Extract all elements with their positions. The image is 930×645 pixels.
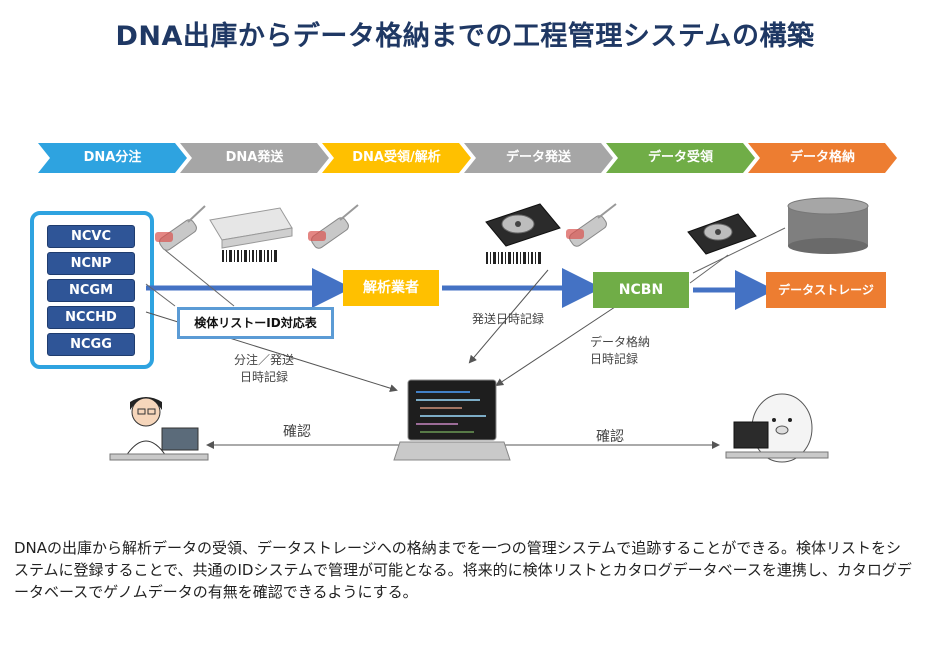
- step-label-4: データ発送: [505, 150, 571, 165]
- step-label-1: DNA分注: [83, 150, 142, 165]
- barcode-icon-1: [222, 250, 278, 262]
- institution-ncvc: NCVC: [47, 225, 135, 248]
- step-label-6: データ格納: [789, 150, 855, 165]
- storage-node: データストレージ: [766, 272, 886, 308]
- chevron-step-2: [180, 143, 329, 173]
- split-record-label-2: 日時記録: [240, 370, 289, 384]
- storage-record-label-2: 日時記録: [590, 352, 639, 366]
- chevron-step-1: [38, 143, 187, 173]
- barcode-scanner-icon-3: [566, 203, 617, 247]
- institution-ncgg: NCGG: [47, 333, 135, 356]
- chevron-step-4: [464, 143, 613, 173]
- chevron-step-5: [606, 143, 755, 173]
- institution-ncchd: NCCHD: [47, 306, 135, 329]
- dispatch-record-label: 発送日時記録: [472, 312, 545, 326]
- split-record-label-1: 分注／発送: [234, 353, 295, 367]
- confirm-label-right: 確認: [596, 429, 624, 445]
- page-title: DNA出庫からデータ格納までの工程管理システムの構築: [115, 21, 815, 52]
- storage-record-label-1: データ格納: [590, 335, 651, 349]
- confirm-label-left: 確認: [283, 424, 311, 440]
- analyst-node: 解析業者: [343, 270, 439, 306]
- institution-ncnp: NCNP: [47, 252, 135, 275]
- chevron-step-6: [748, 143, 897, 173]
- record-arrow-storage: [495, 304, 619, 387]
- step-label-2: DNA発送: [225, 150, 284, 165]
- person-at-laptop-icon: [109, 397, 209, 461]
- seal-at-laptop-icon: [725, 393, 829, 463]
- ncbn-node: NCBN: [593, 272, 689, 308]
- record-arrow-dispatch: [468, 269, 549, 364]
- hard-disk-icon-2: [687, 213, 757, 255]
- sample-id-table: 検体リストーID対応表: [177, 307, 334, 339]
- database-icon: [787, 197, 869, 254]
- step-label-5: データ受領: [647, 150, 713, 165]
- chevron-step-3: [322, 143, 471, 173]
- step-label-3: DNA受領/解析: [352, 150, 441, 165]
- hard-disk-icon-1: [485, 203, 561, 247]
- well-plate-icon: [209, 207, 293, 249]
- barcode-scanner-icon-2: [308, 204, 359, 249]
- barcode-icon-2: [486, 252, 541, 264]
- description-text: DNAの出庫から解析データの受領、データストレージへの格納までを一つの管理システ…: [14, 539, 912, 601]
- laptop-icon: [393, 379, 511, 461]
- institution-ncgm: NCGM: [47, 279, 135, 302]
- barcode-scanner-icon-1: [155, 205, 206, 251]
